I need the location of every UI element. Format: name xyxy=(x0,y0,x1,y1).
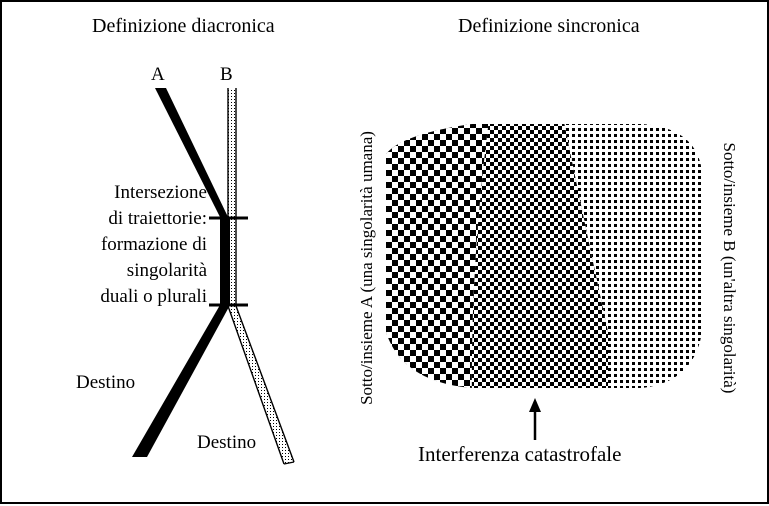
intersection-caption: Intersezione di traiettorie: formazione … xyxy=(56,182,207,307)
trajectory-a-label: A xyxy=(151,64,165,85)
intersection-line-4: singolarità xyxy=(126,260,207,281)
interference-arrow xyxy=(529,398,541,440)
trajectory-a xyxy=(132,88,230,457)
subset-a-label: Sotto/insieme A (una singolarità umana) xyxy=(357,131,376,405)
intersection-line-1: Intersezione xyxy=(114,182,207,203)
intersection-line-5: duali o plurali xyxy=(100,286,207,307)
subset-b-label: Sotto/insieme B (un'altra singolarità) xyxy=(720,142,739,394)
interference-label: Interferenza catastrofale xyxy=(418,442,622,466)
trajectory-b-label: B xyxy=(220,64,233,85)
title-synchronic: Definizione sincronica xyxy=(458,15,640,37)
trajectory-b xyxy=(227,88,295,465)
destiny-a-label: Destino xyxy=(76,372,136,393)
intersection-line-3: formazione di xyxy=(100,234,207,255)
destiny-b-label: Destino xyxy=(197,432,257,453)
title-diachronic: Definizione diacronica xyxy=(92,15,275,37)
intersection-line-2: di traiettorie: xyxy=(108,208,207,229)
synchronic-blob xyxy=(386,124,702,388)
